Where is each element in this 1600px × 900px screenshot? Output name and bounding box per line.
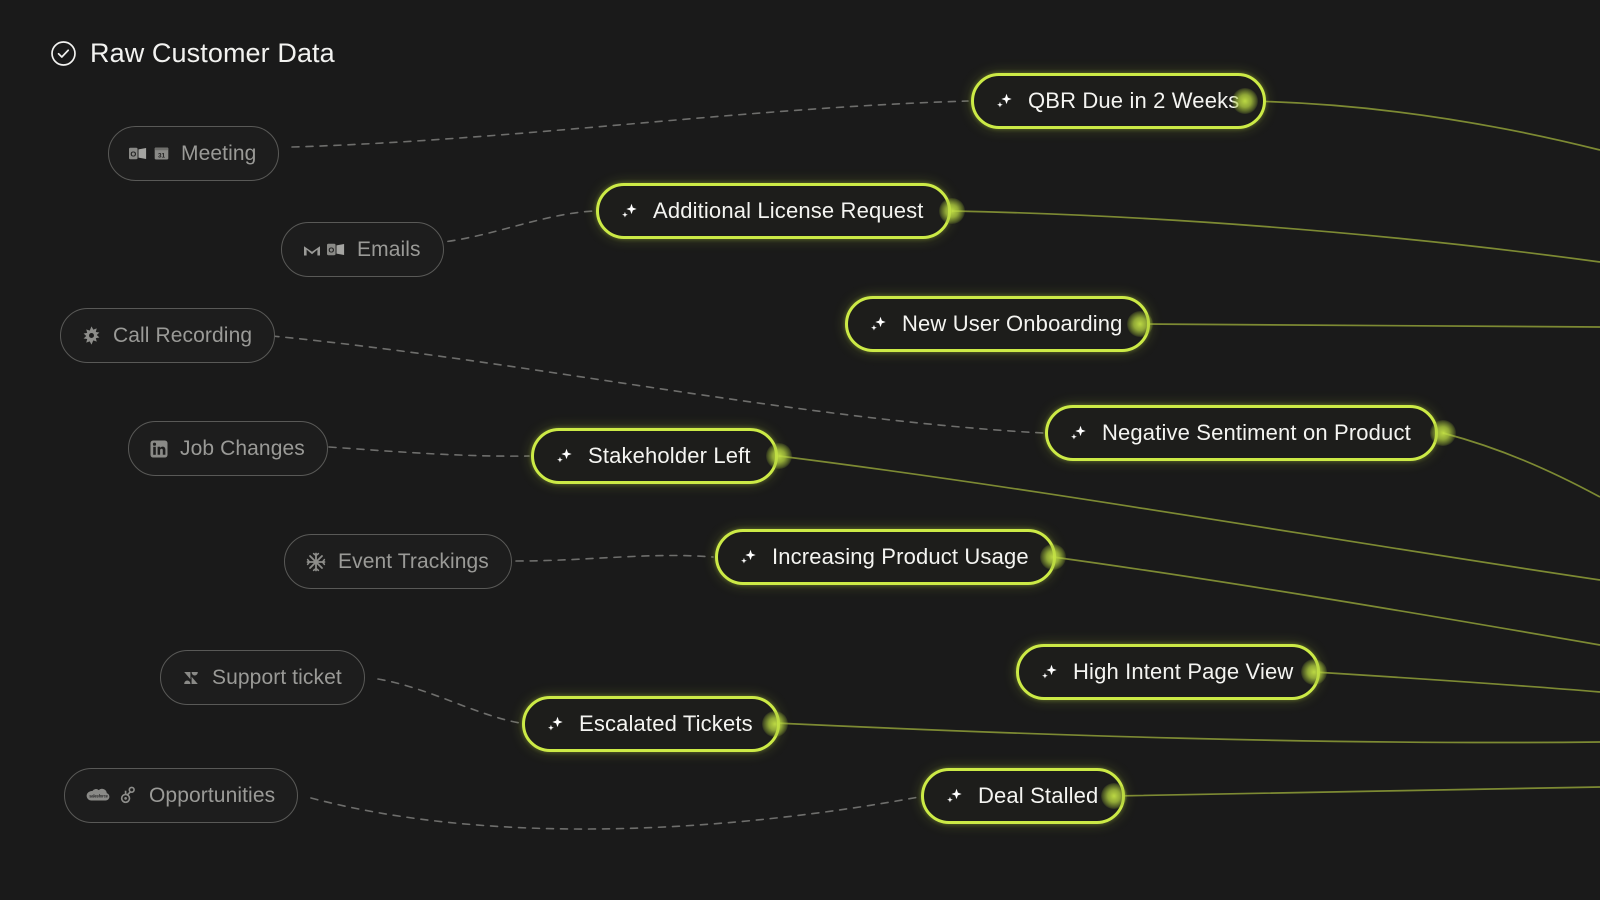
page-title: Raw Customer Data bbox=[90, 38, 335, 68]
outflow-onboarding bbox=[1139, 323, 1600, 328]
source-label: Call Recording bbox=[113, 323, 253, 347]
sparkle-icon bbox=[994, 91, 1015, 112]
signal-label: Stakeholder Left bbox=[588, 443, 751, 468]
snowflake-icon bbox=[305, 551, 327, 573]
page-header: Raw Customer Data bbox=[50, 38, 335, 69]
outlook-icon: O bbox=[129, 144, 148, 163]
signal-pill-additional-license-request[interactable]: Additional License Request bbox=[596, 183, 951, 239]
source-label: Meeting bbox=[181, 141, 257, 165]
signal-pill-qbr-due-in-2-weeks[interactable]: QBR Due in 2 Weeks bbox=[971, 73, 1267, 129]
source-label: Emails bbox=[357, 237, 421, 261]
signal-label: New User Onboarding bbox=[902, 311, 1123, 336]
source-pill-job-changes[interactable]: Job Changes bbox=[128, 421, 328, 476]
signal-label: QBR Due in 2 Weeks bbox=[1028, 88, 1240, 113]
sparkle-icon bbox=[738, 547, 759, 568]
source-pill-meeting[interactable]: O 31 Meeting bbox=[108, 126, 280, 181]
signal-label: Deal Stalled bbox=[978, 783, 1099, 808]
signal-pill-stakeholder-left[interactable]: Stakeholder Left bbox=[531, 428, 778, 484]
source-icons bbox=[149, 439, 169, 459]
gmail-m-icon bbox=[302, 240, 322, 260]
hubspot-icon bbox=[117, 785, 138, 806]
signal-pill-deal-stalled[interactable]: Deal Stalled bbox=[921, 768, 1126, 824]
svg-text:O: O bbox=[130, 149, 136, 158]
source-icons bbox=[81, 325, 102, 346]
outflow-qbr bbox=[1244, 100, 1600, 151]
linkedin-icon bbox=[149, 439, 169, 459]
edge-opportunities-to-deal bbox=[310, 796, 920, 830]
outflow-negsentiment bbox=[1442, 432, 1600, 498]
outflow-dealstalled bbox=[1113, 786, 1600, 797]
outlook-icon: O bbox=[327, 240, 346, 259]
svg-text:31: 31 bbox=[158, 152, 166, 159]
source-pill-event-trackings[interactable]: Event Trackings bbox=[284, 534, 512, 589]
check-circle-icon bbox=[50, 40, 77, 67]
sparkle-icon bbox=[1039, 662, 1060, 683]
edge-meeting-to-qbr bbox=[291, 100, 969, 148]
source-icons: O bbox=[302, 240, 346, 260]
sparkle-icon bbox=[1068, 423, 1089, 444]
source-pill-support-ticket[interactable]: Support ticket bbox=[160, 650, 365, 705]
sparkle-icon bbox=[619, 201, 640, 222]
outflow-stakeholder bbox=[778, 455, 1600, 581]
sparkle-icon bbox=[545, 714, 566, 735]
outflow-escalated bbox=[774, 722, 1600, 744]
signal-label: Additional License Request bbox=[653, 198, 924, 223]
gong-starburst-icon bbox=[81, 325, 102, 346]
signal-pill-high-intent-page-view[interactable]: High Intent Page View bbox=[1016, 644, 1321, 700]
sparkle-icon bbox=[554, 446, 575, 467]
source-icons: salesforce bbox=[85, 785, 138, 806]
source-label: Job Changes bbox=[180, 436, 305, 460]
source-pill-call-recording[interactable]: Call Recording bbox=[60, 308, 276, 363]
source-pill-emails[interactable]: O Emails bbox=[281, 222, 444, 277]
zendesk-icon bbox=[181, 668, 201, 688]
signal-pill-escalated-tickets[interactable]: Escalated Tickets bbox=[522, 696, 780, 752]
sparkle-icon bbox=[868, 314, 889, 335]
outflow-highintent bbox=[1313, 671, 1600, 693]
source-icons: O 31 bbox=[129, 144, 170, 163]
calendar-31-icon: 31 bbox=[153, 145, 170, 162]
edge-emails-to-license bbox=[433, 210, 595, 244]
svg-text:O: O bbox=[328, 245, 334, 254]
source-icons bbox=[181, 668, 201, 688]
outflow-usage bbox=[1052, 556, 1600, 646]
svg-text:salesforce: salesforce bbox=[89, 793, 108, 798]
edge-events-to-usage bbox=[515, 554, 714, 562]
signal-pill-new-user-onboarding[interactable]: New User Onboarding bbox=[845, 296, 1150, 352]
outflow-license bbox=[951, 210, 1600, 263]
signal-label: Increasing Product Usage bbox=[772, 544, 1029, 569]
signal-label: Negative Sentiment on Product bbox=[1102, 420, 1411, 445]
source-label: Event Trackings bbox=[338, 549, 489, 573]
edge-support-to-escalated bbox=[377, 678, 521, 724]
sparkle-icon bbox=[944, 786, 965, 807]
signal-label: High Intent Page View bbox=[1073, 659, 1294, 684]
signal-pill-negative-sentiment-on-product[interactable]: Negative Sentiment on Product bbox=[1045, 405, 1438, 461]
edge-jobchanges-to-stakeholder bbox=[328, 446, 530, 457]
salesforce-icon: salesforce bbox=[85, 786, 112, 805]
source-label: Opportunities bbox=[149, 783, 276, 807]
signal-label: Escalated Tickets bbox=[579, 711, 753, 736]
source-pill-opportunities[interactable]: salesforce Opportunities bbox=[64, 768, 299, 823]
signal-pill-increasing-product-usage[interactable]: Increasing Product Usage bbox=[715, 529, 1056, 585]
source-icons bbox=[305, 551, 327, 573]
source-label: Support ticket bbox=[212, 665, 342, 689]
